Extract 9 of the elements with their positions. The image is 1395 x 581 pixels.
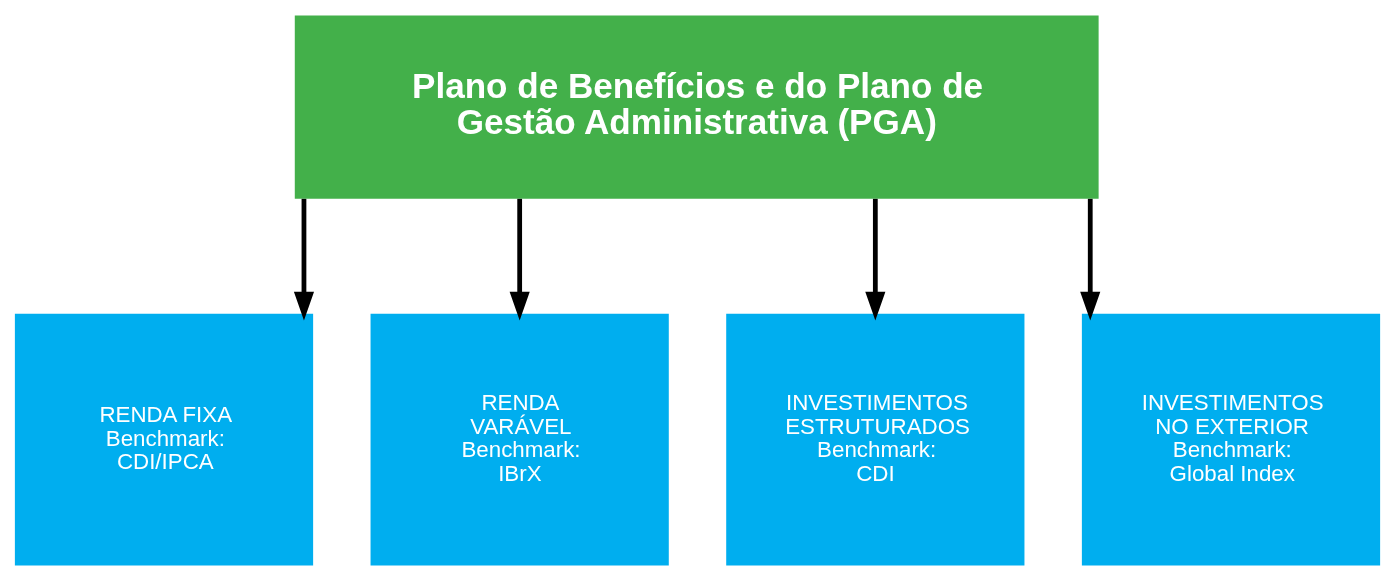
node-box: INVESTIMENTOS ESTRUTURADOS Benchmark: CDI: [726, 313, 1025, 566]
arrow: [865, 198, 886, 321]
arrow: [1080, 198, 1101, 321]
node-box: INVESTIMENTOS NO EXTERIOR Benchmark: Global Index: [1081, 313, 1381, 566]
node-box: RENDA VARÁVEL Benchmark: IBrX: [370, 313, 669, 566]
node-box: RENDA FIXA Benchmark: CDI/IPCA: [14, 313, 314, 566]
node-box: Plano de Benefícios e do Plano de Gestão Administrativa (PGA): [294, 15, 1099, 199]
arrow: [293, 198, 315, 321]
arrow: [509, 198, 530, 321]
